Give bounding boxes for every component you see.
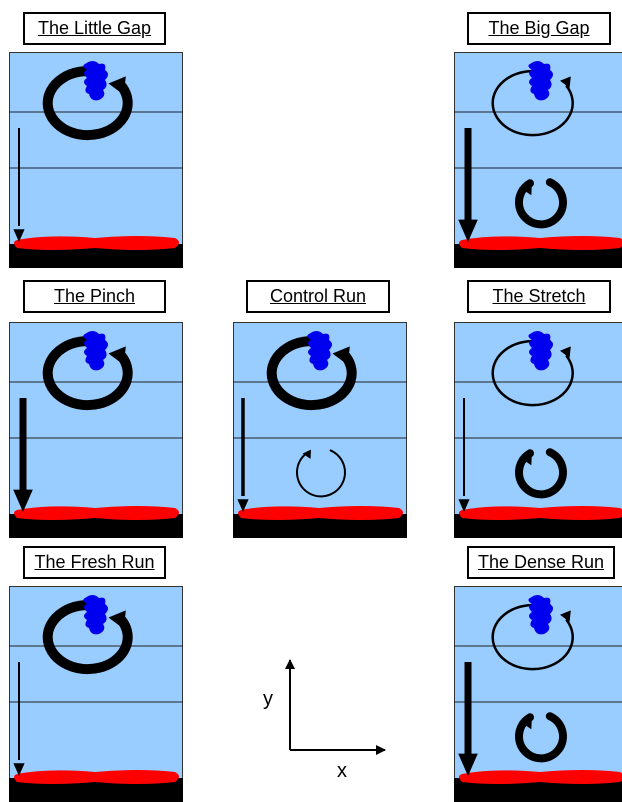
coordinate-axes: y x xyxy=(255,650,405,790)
panel-title-control-run: Control Run xyxy=(246,280,390,313)
surface-layer xyxy=(459,506,622,520)
panel-title-pinch: The Pinch xyxy=(23,280,166,313)
surface-layer xyxy=(14,506,179,520)
surface-layer xyxy=(459,236,622,250)
panel-title-dense-run: The Dense Run xyxy=(467,546,615,579)
panel-canvas xyxy=(454,52,622,268)
panel-pinch xyxy=(9,322,183,538)
panel-control-run xyxy=(233,322,407,538)
panel-canvas xyxy=(233,322,407,538)
panel-canvas xyxy=(454,322,622,538)
panel-title-fresh-run: The Fresh Run xyxy=(23,546,166,579)
panel-stretch xyxy=(454,322,622,538)
surface-layer xyxy=(14,770,179,784)
panel-title-big-gap: The Big Gap xyxy=(467,12,611,45)
x-axis-label: x xyxy=(337,760,347,783)
surface-layer xyxy=(238,506,403,520)
panel-canvas xyxy=(9,586,183,802)
y-axis-label: y xyxy=(263,688,273,711)
surface-layer xyxy=(14,236,179,250)
panel-fresh-run xyxy=(9,586,183,802)
panel-canvas xyxy=(9,322,183,538)
panel-little-gap xyxy=(9,52,183,268)
panel-title-little-gap: The Little Gap xyxy=(23,12,166,45)
panel-dense-run xyxy=(454,586,622,802)
panel-title-stretch: The Stretch xyxy=(467,280,611,313)
surface-layer xyxy=(459,770,622,784)
panel-canvas xyxy=(454,586,622,802)
panel-canvas xyxy=(9,52,183,268)
panel-big-gap xyxy=(454,52,622,268)
